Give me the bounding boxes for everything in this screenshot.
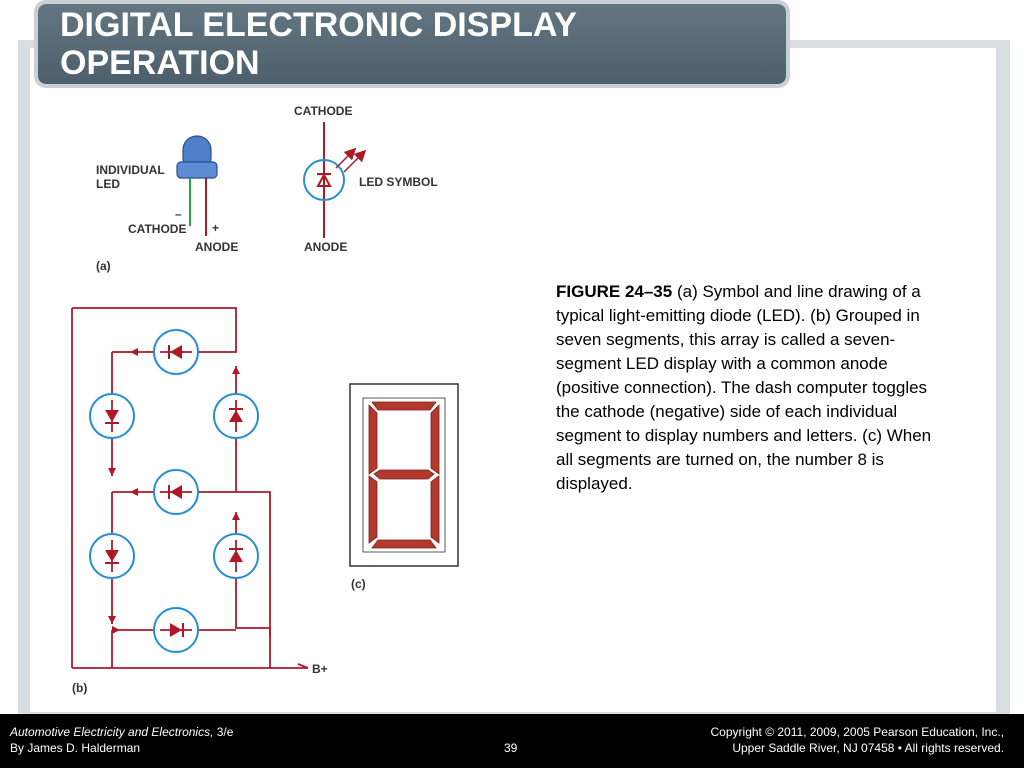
figure-caption: FIGURE 24–35 (a) Symbol and line drawing…: [556, 280, 936, 496]
slide-title: DIGITAL ELECTRONIC DISPLAY OPERATION: [60, 6, 660, 82]
footer-book-title: Automotive Electricity and Electronics, …: [10, 725, 233, 739]
individual-led-label-line1: INDIVIDUAL: [96, 163, 165, 177]
page-number: 39: [504, 741, 518, 755]
led-symbol: [303, 122, 367, 238]
slide-footer: Automotive Electricity and Electronics, …: [0, 714, 1024, 768]
anode-label-left: ANODE: [195, 240, 238, 254]
figure-number: FIGURE 24–35: [556, 282, 673, 301]
plus-sign: +: [212, 221, 219, 235]
minus-sign: –: [175, 207, 182, 221]
individual-led-drawing: [176, 135, 218, 236]
copyright-line2: Upper Saddle River, NJ 07458 • All right…: [732, 741, 1004, 755]
caption-text: (a) Symbol and line drawing of a typical…: [556, 282, 932, 493]
slide-title-line1: DIGITAL ELECTRONIC DISPLAY: [60, 6, 577, 44]
slide-title-line2: OPERATION: [60, 44, 260, 82]
book-edition: 3/e: [213, 725, 234, 739]
led-figure: INDIVIDUAL LED – + CATHODE ANODE CATHODE…: [71, 104, 459, 695]
segment-diodes: [89, 329, 259, 653]
anode-label-right: ANODE: [304, 240, 347, 254]
current-arrows: [108, 348, 240, 634]
led-symbol-label: LED SYMBOL: [359, 175, 438, 189]
book-title: Automotive Electricity and Electronics,: [10, 725, 214, 739]
footer-author: By James D. Halderman: [10, 741, 141, 755]
individual-led-label-line2: LED: [96, 177, 120, 191]
seven-segment-display: [349, 383, 459, 567]
figure-a-label: (a): [96, 259, 111, 273]
figure-b-label: (b): [72, 681, 87, 695]
seven-segment-wiring: [71, 307, 309, 669]
cathode-label-top: CATHODE: [294, 104, 352, 118]
copyright-line1: Copyright © 2011, 2009, 2005 Pearson Edu…: [710, 725, 1004, 739]
figure-c-label: (c): [351, 577, 366, 591]
cathode-label-left: CATHODE: [128, 222, 186, 236]
title-bar: [38, 4, 786, 84]
bplus-label: B+: [312, 662, 328, 676]
